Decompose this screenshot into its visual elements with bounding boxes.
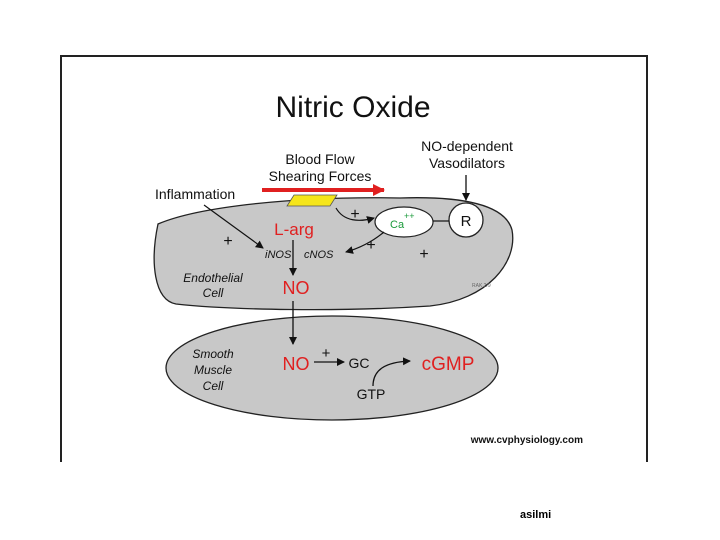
author-initials: RAK 2/9 — [472, 283, 491, 289]
calcium-plus: + — [366, 237, 375, 254]
inflammation-plus: + — [223, 233, 232, 250]
gc-label: GC — [349, 355, 370, 371]
gtp-label: GTP — [357, 386, 386, 402]
calcium-label: Ca — [390, 219, 405, 231]
calcium-charge: ++ — [404, 211, 415, 221]
receptor-circle — [448, 202, 484, 238]
inflammation-label: Inflammation — [155, 186, 235, 202]
no-endothelial-label: NO — [283, 278, 310, 298]
website-credit: www.cvphysiology.com — [470, 435, 583, 446]
shearing-forces-label: Shearing Forces — [269, 168, 372, 184]
cnos-label: cNOS — [304, 249, 334, 261]
inflammation-arrow — [203, 204, 264, 249]
muscle-label: Muscle — [194, 363, 232, 377]
shear-stress-marker — [286, 194, 338, 207]
smooth-cell-label: Cell — [203, 379, 224, 393]
gtp-to-cgmp-arrow — [372, 357, 411, 387]
calcium-ellipse — [374, 206, 434, 238]
vasodilators-label: Vasodilators — [429, 155, 505, 171]
l-arg-label: L-arg — [274, 220, 314, 239]
endothelial-label: Endothelial — [183, 271, 243, 285]
calcium-to-cnos-arrow — [345, 231, 385, 254]
cgmp-label: cGMP — [422, 354, 475, 375]
receptor-label: R — [461, 213, 472, 230]
blood-flow-label: Blood Flow — [285, 151, 355, 167]
shear-plus: + — [350, 206, 359, 223]
no-dependent-label: NO-dependent — [421, 138, 513, 154]
smooth-muscle-cell — [165, 315, 499, 421]
slide-caption: asilmi — [520, 509, 552, 521]
no-smooth-label: NO — [283, 354, 310, 374]
diagram-title: Nitric Oxide — [275, 91, 430, 124]
endothelial-cell-label: Cell — [203, 286, 224, 300]
receptor-plus: + — [419, 246, 428, 263]
shear-to-calcium-arrow — [335, 207, 375, 224]
gc-plus: + — [322, 345, 331, 362]
smooth-label: Smooth — [192, 347, 234, 361]
inos-label: iNOS — [265, 249, 292, 261]
